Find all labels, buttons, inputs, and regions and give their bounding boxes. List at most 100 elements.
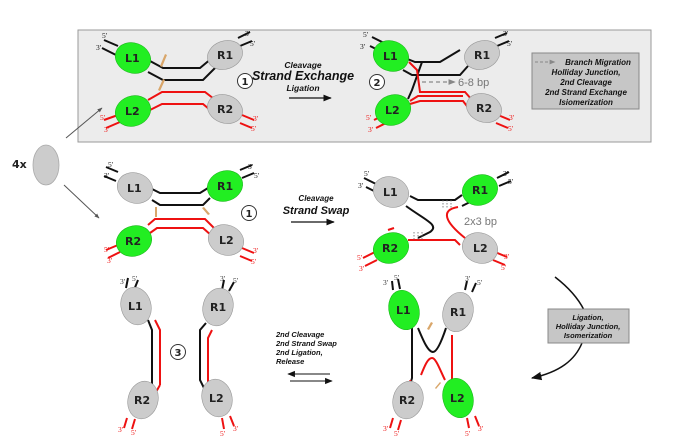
svg-text:L1: L1 <box>127 182 142 195</box>
R1-gray <box>207 40 243 70</box>
holliday-junction: L1 R1 R2 L2 3' 5' 3' 5' 3' 5' 5' 3' <box>383 273 484 438</box>
svg-text:R2: R2 <box>134 394 150 407</box>
svg-text:R2: R2 <box>217 103 233 116</box>
svg-text:Cleavage: Cleavage <box>284 60 322 70</box>
svg-text:3': 3' <box>253 114 259 123</box>
svg-text:1: 1 <box>246 209 253 220</box>
svg-text:R1: R1 <box>472 184 488 197</box>
svg-text:3': 3' <box>120 277 126 286</box>
svg-text:Strand Exchange: Strand Exchange <box>252 69 354 83</box>
svg-text:5': 5' <box>254 171 260 180</box>
lower-step3: L1 R2 R1 L2 3' 5' 3' 5' 3' 5' 5' 3' 3 <box>118 274 239 438</box>
svg-text:5': 5' <box>366 113 372 122</box>
svg-text:L1: L1 <box>125 52 140 65</box>
svg-text:3': 3' <box>107 256 113 265</box>
svg-text:5': 5' <box>108 160 114 169</box>
svg-text:L2: L2 <box>473 242 488 255</box>
svg-text:5': 5' <box>508 124 514 133</box>
svg-text:5': 5' <box>220 429 226 438</box>
svg-text:2nd Cleavage: 2nd Cleavage <box>275 330 324 339</box>
lower-step1: L1 R1 R2 L2 5' 3' 3' 5' 5' 3' 3' 5' 1 <box>103 160 260 266</box>
svg-text:R2: R2 <box>476 102 492 115</box>
svg-text:2nd Strand Exchange: 2nd Strand Exchange <box>544 88 627 97</box>
svg-text:5': 5' <box>507 39 513 48</box>
svg-text:L2: L2 <box>125 105 140 118</box>
svg-text:Release: Release <box>276 357 304 366</box>
svg-text:Ligation,: Ligation, <box>572 313 603 322</box>
svg-text:3': 3' <box>360 42 366 51</box>
svg-text:Strand Swap: Strand Swap <box>283 205 350 217</box>
svg-text:2nd Ligation,: 2nd Ligation, <box>275 348 323 357</box>
multiplier-label: 4x <box>12 158 27 171</box>
svg-text:L2: L2 <box>209 392 224 405</box>
svg-text:5': 5' <box>251 124 257 133</box>
svg-text:3': 3' <box>253 246 259 255</box>
svg-text:2: 2 <box>374 78 381 89</box>
top-step1: L1 R1 L2 R2 5' 3' 3' 5' 5' 3' 3' 5' 1 <box>96 29 259 134</box>
svg-text:3': 3' <box>245 29 251 38</box>
svg-text:3': 3' <box>478 424 484 433</box>
svg-text:R1: R1 <box>450 306 466 319</box>
svg-text:3': 3' <box>465 274 471 283</box>
svg-text:5': 5' <box>477 278 483 287</box>
step-number-1 <box>237 73 253 89</box>
R2-gray <box>207 94 243 124</box>
svg-text:5': 5' <box>131 428 137 437</box>
svg-text:R1: R1 <box>210 301 226 314</box>
reverse-transition-label: 2nd Cleavage 2nd Strand Swap 2nd Ligatio… <box>275 330 337 385</box>
svg-text:5': 5' <box>250 39 256 48</box>
svg-text:3': 3' <box>104 171 110 180</box>
svg-text:3': 3' <box>504 252 510 261</box>
svg-text:3': 3' <box>383 278 389 287</box>
svg-text:5': 5' <box>132 274 138 283</box>
svg-text:Ligation: Ligation <box>286 83 319 93</box>
svg-text:R2: R2 <box>382 242 398 255</box>
svg-text:5': 5' <box>465 429 471 438</box>
lower-step2: L1 R1 R2 L2 5' 3' 3' 5' 5' 3' 3' 5' 2x3 … <box>357 169 514 273</box>
svg-text:3': 3' <box>503 29 509 38</box>
svg-text:R1: R1 <box>217 180 233 193</box>
svg-text:Isomerization: Isomerization <box>564 331 613 340</box>
svg-text:L1: L1 <box>128 300 143 313</box>
svg-text:L2: L2 <box>219 234 234 247</box>
L1-green <box>115 42 151 74</box>
arrow-to-bottom <box>63 184 100 219</box>
svg-text:L1: L1 <box>396 304 411 317</box>
svg-text:Branch Migration: Branch Migration <box>565 58 631 67</box>
top-step2: 6-8 bp L1 R1 L2 R2 5' 3' 3' 5' 5' 3' 3' … <box>360 29 515 134</box>
svg-text:3': 3' <box>104 125 110 134</box>
top-legend-box: Branch Migration Holliday Junction, 2nd … <box>531 52 640 110</box>
L2-green <box>115 95 151 127</box>
svg-text:5': 5' <box>501 263 507 272</box>
svg-text:3': 3' <box>358 181 364 190</box>
svg-text:R2: R2 <box>399 394 415 407</box>
step-number-2 <box>369 74 385 90</box>
svg-text:5': 5' <box>100 113 106 122</box>
svg-text:Holliday Junction,: Holliday Junction, <box>556 322 621 331</box>
svg-text:5': 5' <box>251 257 257 266</box>
svg-text:5': 5' <box>363 30 369 39</box>
svg-text:2x3 bp: 2x3 bp <box>464 216 497 228</box>
svg-text:R2: R2 <box>125 235 141 248</box>
svg-text:L2: L2 <box>450 392 465 405</box>
svg-text:5': 5' <box>364 169 370 178</box>
svg-text:5': 5' <box>394 429 400 438</box>
svg-text:5': 5' <box>357 253 363 262</box>
svg-text:2nd Strand Swap: 2nd Strand Swap <box>275 339 337 348</box>
svg-text:L1: L1 <box>383 50 398 63</box>
svg-text:5': 5' <box>104 245 110 254</box>
svg-text:5': 5' <box>102 31 108 40</box>
svg-text:5': 5' <box>394 273 400 282</box>
svg-text:1: 1 <box>242 77 249 88</box>
svg-text:R1: R1 <box>474 49 490 62</box>
monomer <box>32 144 60 186</box>
svg-text:Isiomerization: Isiomerization <box>559 98 613 107</box>
svg-text:3': 3' <box>233 424 239 433</box>
svg-text:3': 3' <box>220 274 226 283</box>
lower-transition-label: Cleavage Strand Swap <box>283 194 350 226</box>
svg-text:R1: R1 <box>217 49 233 62</box>
svg-text:Holliday Junction,: Holliday Junction, <box>552 68 621 77</box>
svg-text:3: 3 <box>175 348 182 359</box>
svg-text:6-8 bp: 6-8 bp <box>458 77 489 89</box>
